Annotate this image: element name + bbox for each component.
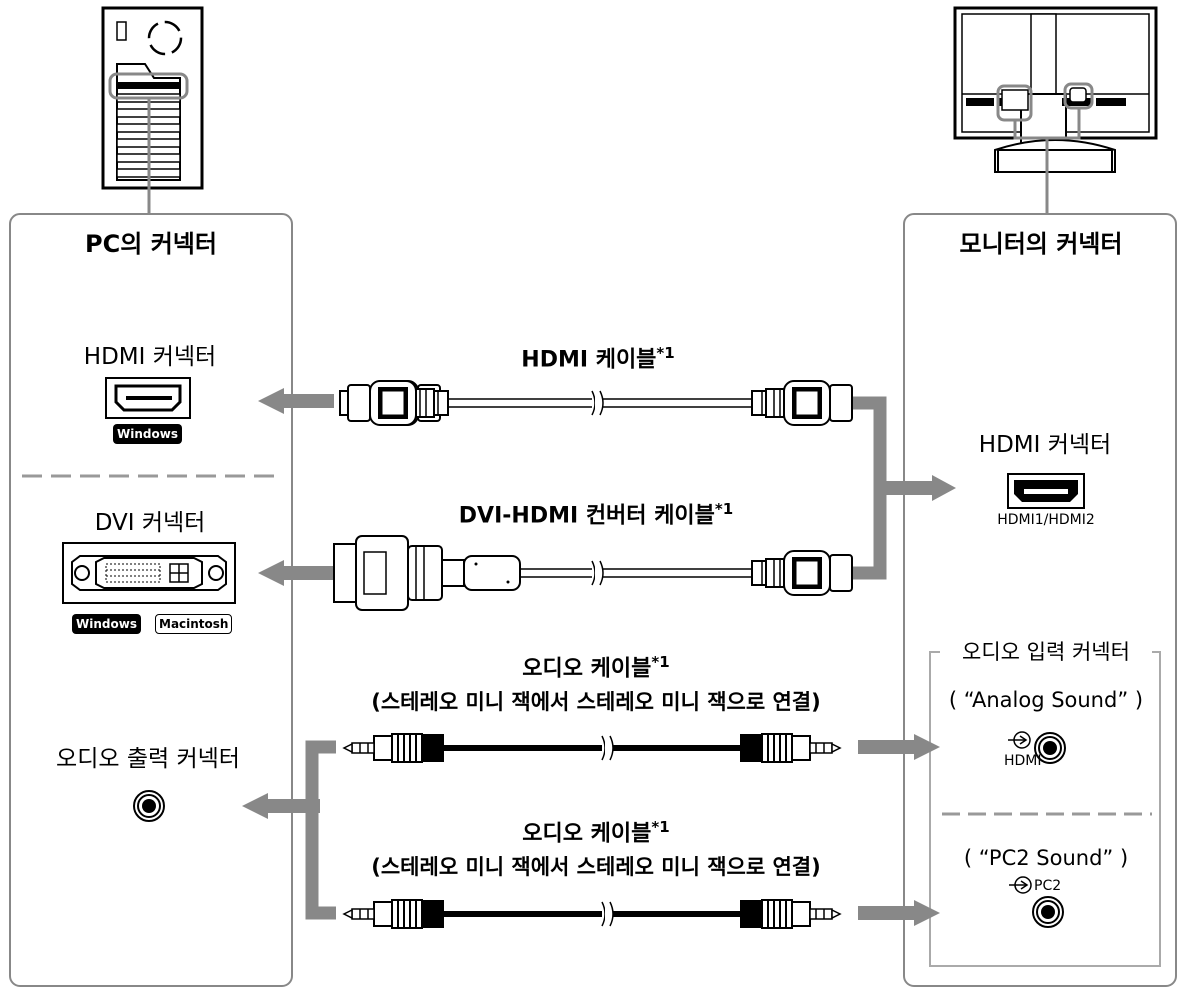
input-arrow-icon: [1008, 731, 1031, 749]
windows-badge: Windows: [113, 424, 182, 444]
windows-badge: Windows: [72, 614, 141, 634]
hdmi-cable-label: HDMI 케이블*1: [521, 344, 675, 373]
monitor-hdmi-label: HDMI 커넥터: [978, 432, 1112, 458]
monitor-panel: [903, 213, 1177, 987]
pc-audio-out-label: 오디오 출력 커넥터: [56, 746, 240, 772]
audio-cable-2-icon: [343, 899, 841, 929]
audio-cable-2-sub: (스테레오 미니 잭에서 스테레오 미니 잭으로 연결): [371, 855, 821, 879]
monitor-hdmi-port-icon: [1007, 473, 1085, 509]
pc-audio-out-jack-icon: [133, 790, 165, 822]
pc2-sound-label: ( “PC2 Sound” ): [963, 846, 1129, 870]
analog-sound-label: ( “Analog Sound” ): [948, 688, 1144, 712]
audio-cable-2-label: 오디오 케이블*1: [522, 818, 670, 847]
audio-cable-1-icon: [343, 733, 841, 763]
dvi-hdmi-cable-icon: [333, 535, 853, 611]
pc2-port-label: PC2: [1034, 878, 1062, 894]
pc-hdmi-port-icon: [105, 377, 191, 419]
monitor-pc2-jack-icon: [1032, 896, 1064, 928]
audio-cable-1-sub: (스테레오 미니 잭에서 스테레오 미니 잭으로 연결): [371, 690, 821, 714]
audio-cable-1-label: 오디오 케이블*1: [522, 653, 670, 682]
pc-panel-title: PC의 커넥터: [85, 230, 217, 258]
monitor-panel-title: 모니터의 커넥터: [959, 230, 1123, 258]
pc-dvi-label: DVI 커넥터: [94, 510, 206, 536]
hdmi-cable-icon: [339, 380, 853, 426]
input-arrow-icon: [1009, 876, 1032, 894]
hdmi-audio-port-label: HDMI: [1004, 753, 1042, 769]
monitor-back-icon: [953, 6, 1158, 214]
monitor-audio-in-label: 오디오 입력 커넥터: [958, 642, 1134, 663]
dvi-hdmi-cable-label: DVI-HDMI 컨버터 케이블*1: [458, 500, 734, 529]
pc-panel: [9, 213, 293, 987]
pc-dvi-port-icon: [62, 542, 236, 604]
pc-hdmi-label: HDMI 커넥터: [83, 344, 217, 370]
monitor-hdmi-ports: HDMI1/HDMI2: [997, 512, 1095, 528]
macintosh-badge: Macintosh: [155, 614, 233, 634]
pc-tower-icon: [101, 6, 204, 214]
